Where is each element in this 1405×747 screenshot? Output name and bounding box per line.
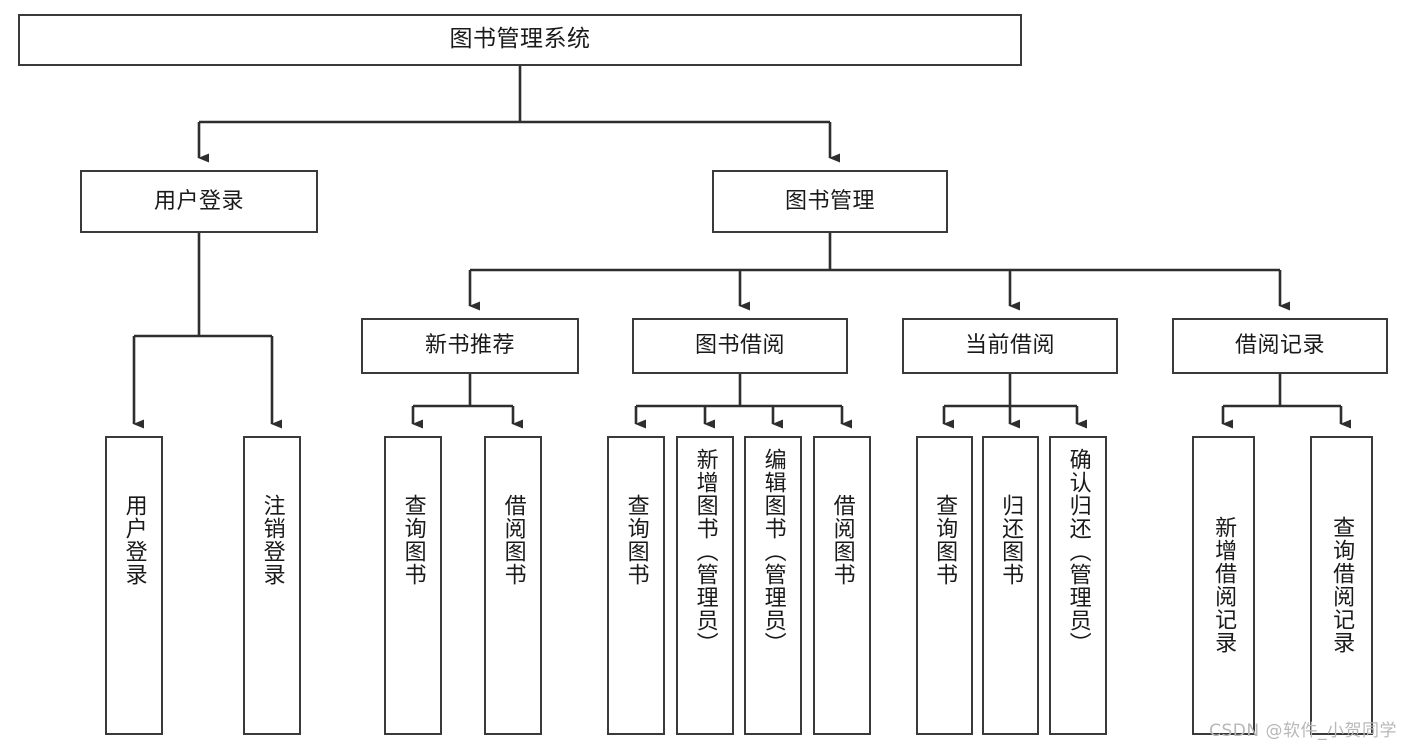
node-leaf-return-book-label: 归还图书 [998,494,1024,586]
node-leaf-borrow-book-2[interactable]: 借阅图书 [813,436,871,735]
node-book-manage-label: 图书管理 [784,188,875,214]
node-leaf-borrow-book-1-label: 借阅图书 [500,494,526,586]
node-leaf-user-logout-label: 注销登录 [259,494,285,586]
node-leaf-query-book-3[interactable]: 查询图书 [916,436,973,735]
node-leaf-query-book-2-label: 查询图书 [623,494,649,586]
csdn-watermark: CSDN @软件_小贺同学 [1209,721,1397,741]
node-leaf-add-record[interactable]: 新增借阅记录 [1192,436,1255,735]
node-new-book-recommend[interactable]: 新书推荐 [361,318,579,374]
node-leaf-add-book[interactable]: 新增图书（管理员） [676,436,734,735]
node-leaf-confirm-return[interactable]: 确认归还（管理员） [1049,436,1107,735]
node-leaf-query-book-1-label: 查询图书 [400,494,426,586]
node-leaf-query-book-3-label: 查询图书 [932,494,958,586]
node-current-borrow[interactable]: 当前借阅 [902,318,1118,374]
node-borrow-record[interactable]: 借阅记录 [1172,318,1388,374]
node-root-label: 图书管理系统 [449,26,591,53]
node-leaf-user-logout[interactable]: 注销登录 [243,436,301,735]
node-book-borrow[interactable]: 图书借阅 [632,318,848,374]
node-leaf-query-book-2[interactable]: 查询图书 [607,436,665,735]
node-leaf-return-book[interactable]: 归还图书 [982,436,1039,735]
node-borrow-record-label: 借阅记录 [1234,333,1325,359]
node-leaf-add-book-label: 新增图书（管理员） [692,448,718,655]
node-root[interactable]: 图书管理系统 [18,14,1022,66]
node-leaf-borrow-book-2-label: 借阅图书 [829,494,855,586]
node-leaf-user-login-label: 用户登录 [121,494,147,586]
node-current-borrow-label: 当前借阅 [964,333,1055,359]
node-new-book-recommend-label: 新书推荐 [424,333,515,359]
node-leaf-confirm-return-label: 确认归还（管理员） [1065,448,1091,655]
node-leaf-query-book-1[interactable]: 查询图书 [384,436,442,735]
node-user-login-label: 用户登录 [153,188,244,214]
node-leaf-user-login[interactable]: 用户登录 [105,436,163,735]
node-leaf-borrow-book-1[interactable]: 借阅图书 [484,436,542,735]
node-leaf-query-record-label: 查询借阅记录 [1329,516,1355,654]
node-book-manage[interactable]: 图书管理 [712,170,948,233]
node-leaf-edit-book[interactable]: 编辑图书（管理员） [744,436,802,735]
node-user-login[interactable]: 用户登录 [80,170,318,233]
node-leaf-add-record-label: 新增借阅记录 [1211,516,1237,654]
node-leaf-edit-book-label: 编辑图书（管理员） [760,448,786,655]
node-leaf-query-record[interactable]: 查询借阅记录 [1310,436,1373,735]
node-book-borrow-label: 图书借阅 [694,333,785,359]
